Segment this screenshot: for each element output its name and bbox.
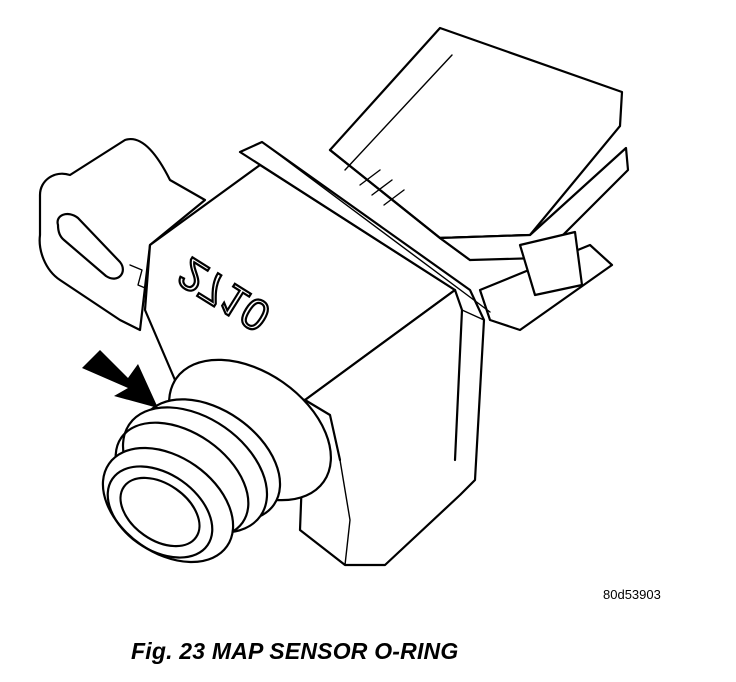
reference-code: 80d53903	[603, 587, 661, 602]
sensor-body	[143, 140, 491, 567]
figure-caption: Fig. 23 MAP SENSOR O-RING	[131, 638, 459, 664]
mounting-bracket	[38, 137, 207, 332]
map-sensor-illustration: 2710	[38, 26, 630, 567]
sensor-nozzle	[101, 446, 235, 564]
connector-housing	[328, 26, 630, 332]
arrow-pointer-icon	[82, 350, 158, 408]
